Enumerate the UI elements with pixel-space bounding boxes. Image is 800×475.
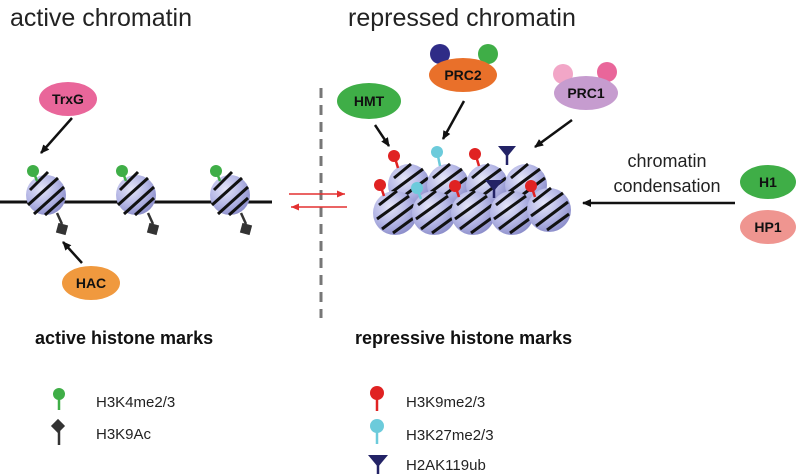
- legend-label: H2AK119ub: [406, 457, 486, 474]
- h3k27me-mark: [431, 146, 443, 167]
- hac-label: HAC: [76, 275, 106, 291]
- prc2-label: PRC2: [444, 67, 482, 83]
- nucleosome: [451, 189, 495, 235]
- nucleosome: [210, 170, 250, 217]
- nucleosome: [26, 170, 66, 217]
- legend-item-h3k9me: H3K9me2/3: [370, 386, 485, 411]
- h3k9me-mark: [449, 180, 461, 198]
- h3k9ac-mark: [239, 212, 253, 236]
- condensation-label-line1: chromatin: [627, 151, 706, 171]
- nucleosome: [373, 189, 417, 235]
- h3k9me-mark: [374, 179, 386, 197]
- h3k4me-mark: [116, 165, 128, 182]
- black-diamond-icon: [50, 418, 66, 434]
- h1-label: H1: [759, 174, 777, 190]
- prc1-label: PRC1: [567, 85, 605, 101]
- h3k27me-mark: [411, 182, 423, 200]
- legend-item-h3k9ac: H3K9Ac: [50, 418, 152, 445]
- prc1-arrow: [534, 118, 573, 149]
- hmt-enzyme: HMT: [337, 83, 401, 119]
- repressed-chromatin-title: repressed chromatin: [348, 4, 576, 32]
- h3k4me-mark: [27, 165, 39, 182]
- h3k9ac-mark: [55, 212, 69, 236]
- legend-label: H3K4me2/3: [96, 394, 175, 411]
- condensation-label-line2: condensation: [613, 176, 720, 196]
- h2ak119ub-mark: [498, 146, 516, 165]
- h3k9me-mark: [388, 150, 400, 169]
- hac-enzyme: HAC: [62, 266, 120, 300]
- hp1-protein: HP1: [740, 210, 796, 244]
- hmt-label: HMT: [354, 93, 385, 109]
- nucleosome: [116, 170, 156, 217]
- hac-arrow: [62, 241, 83, 264]
- red-lollipop-icon: [370, 386, 384, 400]
- h3k9ac-mark: [146, 212, 160, 236]
- trxg-arrow: [40, 117, 73, 154]
- h1-protein: H1: [740, 165, 796, 199]
- prc2-arrow: [441, 100, 466, 140]
- prc1-complex: PRC1: [553, 62, 618, 110]
- prc2-subunit: [430, 44, 450, 64]
- nucleosome: [490, 189, 534, 235]
- hmt-arrow: [373, 124, 391, 147]
- nucleosome: [527, 186, 571, 232]
- prc2-subunit: [478, 44, 498, 64]
- active-marks-header: active histone marks: [35, 328, 213, 348]
- cyan-lollipop-icon: [370, 419, 384, 433]
- legend-label: H3K9Ac: [96, 426, 152, 443]
- navy-flag-icon: [368, 455, 388, 467]
- legend-item-h3k27me: H3K27me2/3: [370, 419, 494, 444]
- hp1-label: HP1: [754, 219, 781, 235]
- nucleosome: [412, 189, 456, 235]
- legend-label: H3K27me2/3: [406, 427, 494, 444]
- repressive-marks-header: repressive histone marks: [355, 328, 572, 348]
- legend-item-h3k4me: H3K4me2/3: [53, 388, 175, 411]
- prc2-complex: PRC2: [429, 44, 498, 92]
- trxg-enzyme: TrxG: [39, 82, 97, 116]
- legend-item-h2ak119ub: H2AK119ub: [368, 455, 486, 474]
- prc1-subunit: [597, 62, 617, 82]
- legend-label: H3K9me2/3: [406, 394, 485, 411]
- h2ak119ub-mark: [485, 180, 503, 198]
- trxg-label: TrxG: [52, 91, 84, 107]
- h3k4me-mark: [210, 165, 222, 182]
- h3k9me-mark: [525, 180, 537, 198]
- green-lollipop-icon: [53, 388, 65, 400]
- active-chromatin-title: active chromatin: [10, 4, 192, 32]
- h3k9me-mark: [469, 148, 481, 167]
